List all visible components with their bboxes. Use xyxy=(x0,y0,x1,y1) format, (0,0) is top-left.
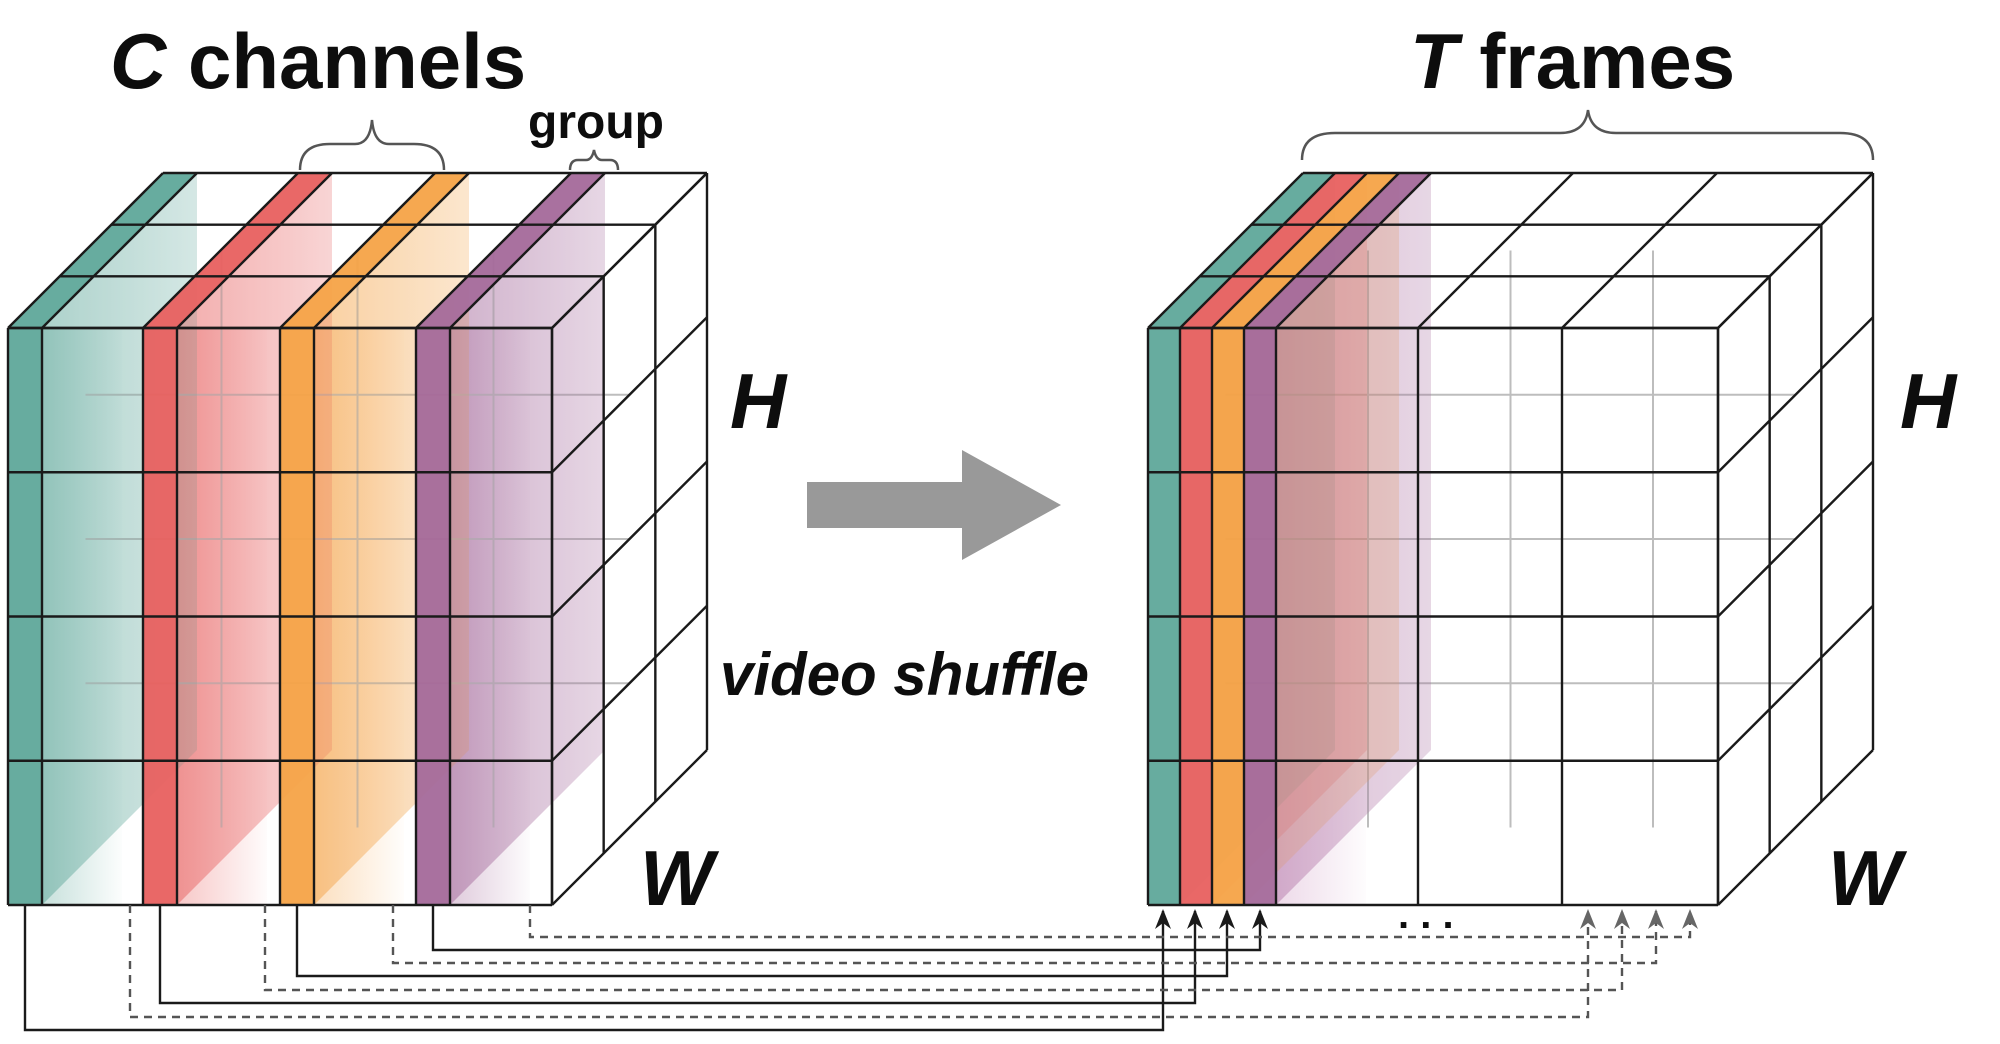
connector-line xyxy=(295,905,1229,978)
arrowhead-icon xyxy=(1219,909,1235,929)
left-cube-top-diag xyxy=(415,172,572,329)
left-cube-band-top xyxy=(8,173,197,328)
left-cube-top-diag xyxy=(142,172,299,329)
left-w-label: W xyxy=(640,834,720,922)
left-cube-band-side xyxy=(450,173,605,905)
arrowhead-icon xyxy=(1682,909,1698,929)
arrowhead-icon xyxy=(1252,909,1268,929)
right-cube-inner-grid xyxy=(1225,250,1796,828)
group-brace xyxy=(568,149,620,171)
left-cube-side-diag xyxy=(551,460,708,618)
arrowhead-icon xyxy=(1614,909,1630,929)
left-cube-side-diag xyxy=(551,172,708,329)
group-label: group xyxy=(528,96,664,149)
arrowhead-icon xyxy=(1580,909,1596,929)
left-cube-side-diag xyxy=(551,604,708,762)
right-cube-band-top xyxy=(1180,173,1367,328)
frames-brace xyxy=(1300,109,1875,161)
left-cube-side-diag xyxy=(551,749,708,906)
right-cube-side-diag xyxy=(1717,316,1874,474)
left-cube-inner-grid xyxy=(85,250,630,828)
connector-line xyxy=(431,905,1262,952)
right-cube-top-diag xyxy=(1561,172,1718,329)
right-cube-band-top xyxy=(1244,173,1431,328)
right-cube-band-top xyxy=(1148,173,1335,328)
right-cube-grid xyxy=(1146,171,1875,907)
video-shuffle-caption: video shuffle xyxy=(720,641,1089,708)
shuffle-connectors xyxy=(23,905,1698,1032)
left-cube-side-diag xyxy=(551,316,708,474)
right-cube-top-diag xyxy=(1211,172,1368,329)
arrowhead-icon xyxy=(1155,909,1171,929)
left-cube-band-top xyxy=(143,173,332,328)
left-cube-top-diag xyxy=(7,172,164,329)
left-cube-band-top xyxy=(280,173,469,328)
transform-arrow xyxy=(807,450,1061,560)
right-cube-band-side xyxy=(1276,173,1431,905)
connector-line xyxy=(158,905,1197,1005)
right-cube-top-diag xyxy=(1417,172,1574,329)
arrowhead-icon xyxy=(1648,909,1664,929)
right-cube-side-diag xyxy=(1717,172,1874,329)
connector-line xyxy=(23,905,1165,1032)
ellipsis-dots: . . . xyxy=(1398,893,1454,937)
right-cube-top-diag xyxy=(1275,172,1432,329)
right-cube-side-diag xyxy=(1717,460,1874,618)
arrowhead-icon xyxy=(1187,909,1203,929)
left-cube-top-diag xyxy=(41,172,198,329)
left-cube-top-diag xyxy=(176,172,333,329)
channel-group-brace xyxy=(298,119,446,171)
connector-line xyxy=(391,905,1658,965)
right-cube-top-diag xyxy=(1179,172,1336,329)
right-cube-top-diag xyxy=(1243,172,1400,329)
left-cube-top-diag xyxy=(279,172,436,329)
right-cube-band-side xyxy=(1244,173,1399,905)
right-title: T frames xyxy=(1410,17,1735,105)
connector-line xyxy=(263,905,1624,992)
left-cube-grid xyxy=(6,171,709,907)
left-h-label: H xyxy=(730,357,788,445)
left-cube-band-top xyxy=(416,173,605,328)
right-feature-cube xyxy=(1146,171,1875,907)
right-w-label: W xyxy=(1828,834,1908,922)
connector-line xyxy=(128,905,1590,1019)
left-feature-cube xyxy=(6,171,709,907)
right-cube-side-diag xyxy=(1717,604,1874,762)
right-cube-band-top xyxy=(1212,173,1399,328)
left-title: C channels xyxy=(110,17,526,105)
connector-line xyxy=(528,905,1692,939)
left-cube-top-diag xyxy=(313,172,470,329)
right-cube-top-diag xyxy=(1147,172,1304,329)
left-cube-top-diag xyxy=(449,172,606,329)
right-cube-side-diag xyxy=(1717,749,1874,906)
right-h-label: H xyxy=(1900,357,1958,445)
